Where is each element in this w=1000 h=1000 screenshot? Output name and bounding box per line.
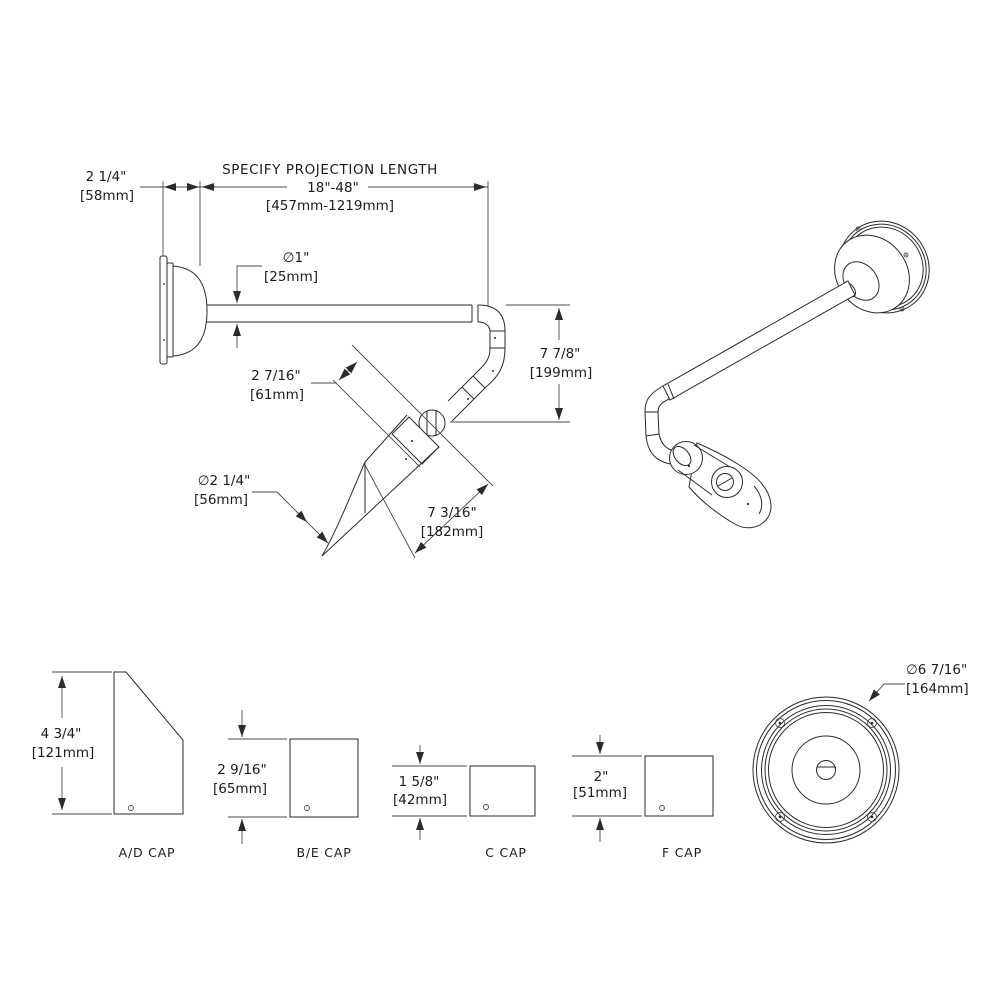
cap-be-height-mm: [65mm]: [213, 781, 267, 797]
cap-ad-drawing: 4 3/4" [121mm] A/D CAP: [32, 671, 184, 860]
canopy-screws: [775, 718, 877, 822]
cap-be-drawing: 2 9/16" [65mm] B/E CAP: [213, 710, 359, 860]
cap-f-drawing: 2" [51mm] F CAP: [572, 735, 714, 860]
iso-lamp-head: [669, 441, 772, 529]
dim-canopy-diameter-in: ∅6 7/16": [906, 662, 967, 678]
side-view: 2 1/4" [58mm] SPECIFY PROJECTION LENGTH …: [80, 162, 593, 559]
cap-ad-height-mm: [121mm]: [32, 745, 95, 761]
canopy-back-view: ∅6 7/16" [164mm]: [752, 662, 969, 844]
cap-c-drawing: 1 5/8" [42mm] C CAP: [392, 745, 536, 860]
mounting-arm: [207, 304, 479, 323]
cap-c-height-in: 1 5/8": [399, 774, 440, 790]
cap-f-height-mm: [51mm]: [573, 785, 627, 801]
cap-be-label: B/E CAP: [296, 845, 351, 860]
cap-c-height-mm: [42mm]: [393, 792, 447, 808]
projection-note-range-in: 18"-48": [307, 180, 359, 196]
swivel-knuckle: [418, 409, 446, 437]
dim-arm-diameter: ∅1" [25mm]: [233, 250, 318, 348]
dim-drop-height: 7 7/8" [199mm]: [450, 304, 593, 423]
wall-plate: [159, 255, 208, 365]
dim-wall-offset: 2 1/4" [58mm]: [80, 169, 287, 266]
isometric-view: [644, 220, 930, 529]
dim-arm-diameter-mm: [25mm]: [264, 269, 318, 285]
dim-wall-offset-mm: [58mm]: [80, 188, 134, 204]
dim-arm-diameter-in: ∅1": [283, 250, 310, 266]
cap-c-label: C CAP: [485, 845, 527, 860]
dim-canopy-diameter-mm: [164mm]: [906, 681, 969, 697]
dim-canopy-diameter: ∅6 7/16" [164mm]: [868, 662, 969, 702]
dim-drop-height-in: 7 7/8": [540, 346, 581, 362]
projection-note-range-mm: [457mm-1219mm]: [266, 198, 394, 214]
dim-head-diameter-mm: [56mm]: [194, 492, 248, 508]
dim-drop-height-mm: [199mm]: [530, 365, 593, 381]
dim-head-width-mm: [61mm]: [250, 387, 304, 403]
dim-head-width-in: 2 7/16": [251, 368, 300, 384]
dim-head-length-mm: [182mm]: [421, 524, 484, 540]
dim-wall-offset-in: 2 1/4": [86, 169, 127, 185]
center-screw: [816, 760, 836, 780]
iso-canopy: [834, 220, 930, 314]
dim-head-length-in: 7 3/16": [427, 505, 476, 521]
cap-f-label: F CAP: [662, 845, 702, 860]
iso-canopy-screws: [855, 226, 909, 312]
cap-f-height-in: 2": [594, 769, 609, 785]
cap-profiles: 4 3/4" [121mm] A/D CAP 2 9/16" [65mm] B/…: [32, 671, 714, 860]
cap-be-height-in: 2 9/16": [217, 762, 266, 778]
projection-note-title: SPECIFY PROJECTION LENGTH: [222, 162, 438, 178]
cap-ad-label: A/D CAP: [119, 845, 176, 860]
dim-projection-length: SPECIFY PROJECTION LENGTH 18"-48" [457mm…: [202, 162, 489, 306]
dim-head-length: 7 3/16" [182mm]: [364, 464, 489, 559]
dim-head-width: 2 7/16" [61mm]: [250, 344, 494, 487]
iso-arm: [644, 280, 856, 465]
dim-head-diameter-in: ∅2 1/4": [198, 473, 251, 489]
gooseneck-elbow: [447, 304, 506, 422]
dim-head-diameter: ∅2 1/4" [56mm]: [194, 473, 329, 544]
lamp-head: [321, 414, 440, 557]
cap-ad-height-in: 4 3/4": [41, 726, 82, 742]
